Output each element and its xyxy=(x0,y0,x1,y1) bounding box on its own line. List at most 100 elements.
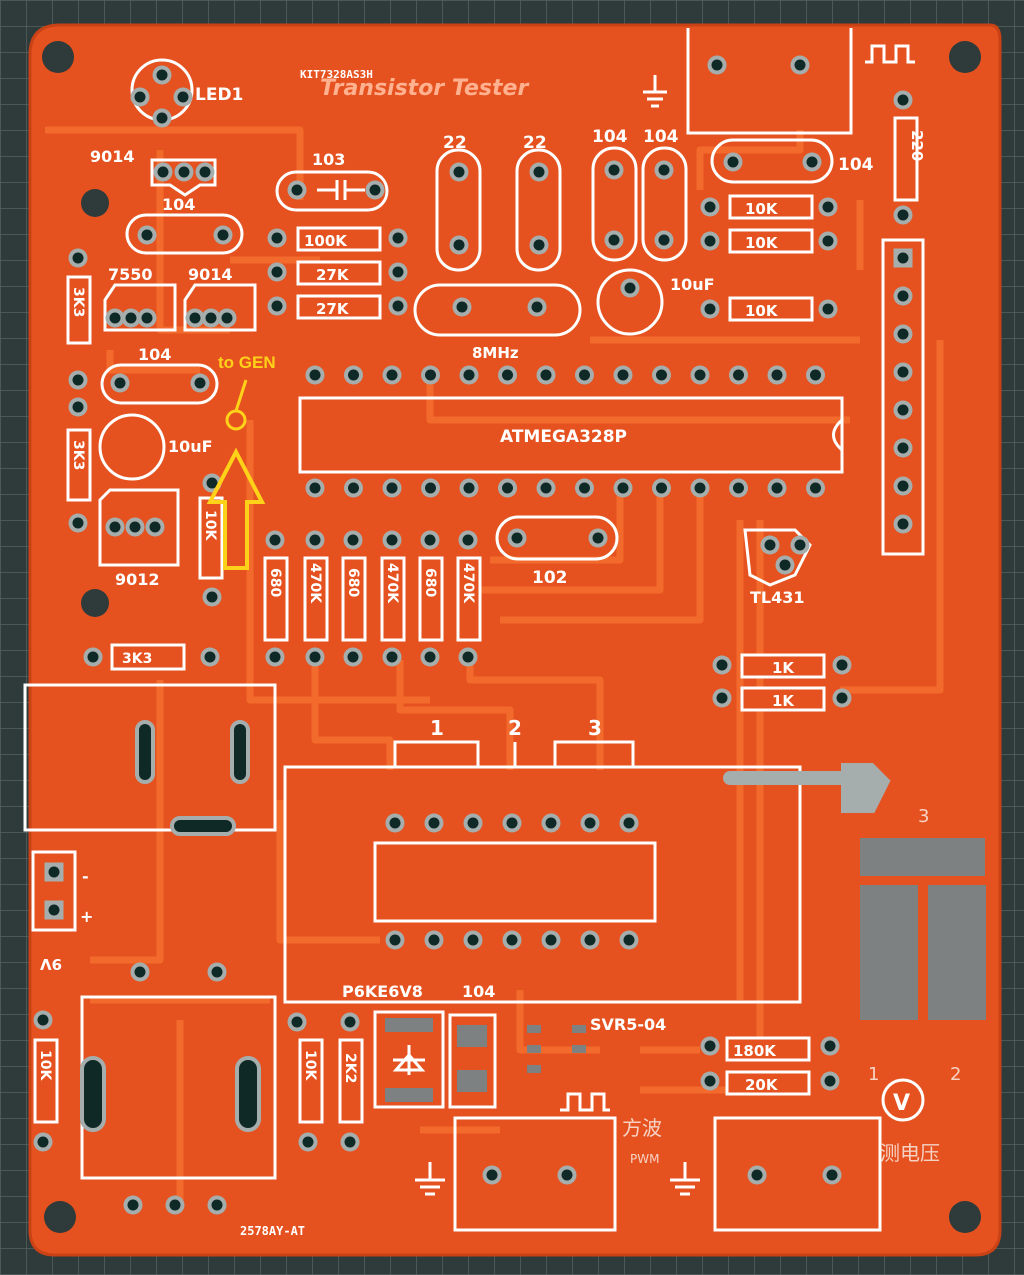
label-10k-b: 10K xyxy=(745,234,779,252)
through-hole-pad xyxy=(388,228,408,248)
to-gen-leader-line xyxy=(234,379,248,412)
through-hole-pad xyxy=(382,478,402,498)
through-hole-pad xyxy=(820,1071,840,1091)
through-hole-pad xyxy=(385,813,405,833)
through-hole-pad xyxy=(213,225,233,245)
through-hole-pad xyxy=(529,235,549,255)
through-hole-pad xyxy=(654,230,674,250)
board-title: Transistor Tester xyxy=(320,76,529,101)
through-hole-pad xyxy=(463,930,483,950)
through-hole-pad xyxy=(388,262,408,282)
through-hole-pad xyxy=(527,297,547,317)
through-hole-pad xyxy=(305,647,325,667)
square-wave-icon-2 xyxy=(560,1092,610,1112)
label-supply-plus: + xyxy=(80,907,93,926)
through-hole-pad xyxy=(700,1071,720,1091)
through-hole-pad xyxy=(588,528,608,548)
label-27k-a: 27K xyxy=(316,266,350,284)
through-hole-pad xyxy=(529,162,549,182)
through-hole-pad xyxy=(217,308,237,328)
through-hole-pad xyxy=(893,286,913,306)
through-hole-pad xyxy=(420,647,440,667)
label-atmega328p: ATMEGA328P xyxy=(500,427,627,447)
through-hole-pad xyxy=(893,248,913,268)
through-hole-pad xyxy=(305,530,325,550)
label-680-c: 680 xyxy=(422,568,438,597)
through-hole-pad xyxy=(265,530,285,550)
through-hole-pad xyxy=(385,930,405,950)
through-hole-pad xyxy=(893,362,913,382)
label-470k-b: 470K xyxy=(384,563,400,604)
through-hole-pad xyxy=(654,160,674,180)
through-hole-pad xyxy=(893,90,913,110)
label-supply-minus: - xyxy=(82,867,89,886)
label-svr5-04: SVR5-04 xyxy=(590,1015,666,1034)
through-hole-pad xyxy=(174,162,194,182)
through-hole-pad xyxy=(619,813,639,833)
label-220: 220 xyxy=(908,130,926,161)
through-hole-pad xyxy=(458,530,478,550)
through-hole-pad xyxy=(388,296,408,316)
through-hole-pad xyxy=(382,530,402,550)
through-hole-pad xyxy=(767,478,787,498)
model-code: KIT7328AS3H xyxy=(300,68,373,81)
label-10uf-a: 10uF xyxy=(670,275,715,294)
label-104-d: 104 xyxy=(643,127,679,147)
through-hole-pad xyxy=(690,365,710,385)
resistor-outlines xyxy=(33,116,919,1124)
through-hole-pad xyxy=(700,1036,720,1056)
through-hole-pad xyxy=(790,535,810,555)
label-20k: 20K xyxy=(745,1076,779,1094)
to-gen-label: to GEN xyxy=(218,353,276,372)
through-hole-pad xyxy=(110,373,130,393)
through-hole-pad xyxy=(580,813,600,833)
label-3k3-c: 3K3 xyxy=(122,651,152,667)
through-hole-pad xyxy=(165,1195,185,1215)
through-hole-pad xyxy=(420,530,440,550)
through-hole-pad xyxy=(421,365,440,385)
label-470k-a: 470K xyxy=(307,563,323,604)
through-hole-pad xyxy=(145,517,165,537)
label-7550: 7550 xyxy=(108,265,153,284)
through-hole-pad xyxy=(83,647,103,667)
label-led1: LED1 xyxy=(195,85,243,105)
label-680-a: 680 xyxy=(267,568,283,597)
through-hole-pad xyxy=(458,647,478,667)
through-hole-pad xyxy=(541,813,561,833)
through-hole-pad xyxy=(343,530,363,550)
label-pin2: 2 xyxy=(508,716,522,740)
through-hole-pad xyxy=(340,1132,360,1152)
through-hole-pad xyxy=(498,365,517,385)
through-hole-pad xyxy=(747,1165,767,1185)
up-arrow-icon xyxy=(206,447,266,570)
label-104-b: 104 xyxy=(138,345,171,364)
label-27k-b: 27K xyxy=(316,300,350,318)
through-hole-pad xyxy=(344,478,363,498)
through-hole-pad xyxy=(298,1132,318,1152)
through-hole-pad xyxy=(652,478,671,498)
through-hole-pad xyxy=(195,162,215,182)
through-hole-pad xyxy=(287,180,307,200)
through-hole-pad xyxy=(818,197,838,217)
label-104-smd: 104 xyxy=(462,982,495,1001)
through-hole-pad xyxy=(44,862,64,882)
label-pin3: 3 xyxy=(588,716,602,740)
through-hole-pad xyxy=(818,231,838,251)
label-pad3: 3 xyxy=(918,806,929,827)
through-hole-pad xyxy=(125,517,145,537)
through-hole-pad xyxy=(536,478,556,498)
label-104-a: 104 xyxy=(162,195,195,214)
through-hole-pad xyxy=(536,365,556,385)
through-hole-pad xyxy=(265,647,285,667)
through-hole-pad xyxy=(305,365,325,385)
label-1k-b: 1K xyxy=(772,692,795,710)
through-hole-pad xyxy=(152,65,172,85)
label-10k-c: 10K xyxy=(745,302,779,320)
through-hole-pad xyxy=(105,517,125,537)
through-hole-pad xyxy=(767,365,787,385)
through-hole-pad xyxy=(382,647,402,667)
through-hole-pad xyxy=(806,478,825,498)
through-hole-pad xyxy=(498,478,517,498)
through-hole-pad xyxy=(729,478,748,498)
